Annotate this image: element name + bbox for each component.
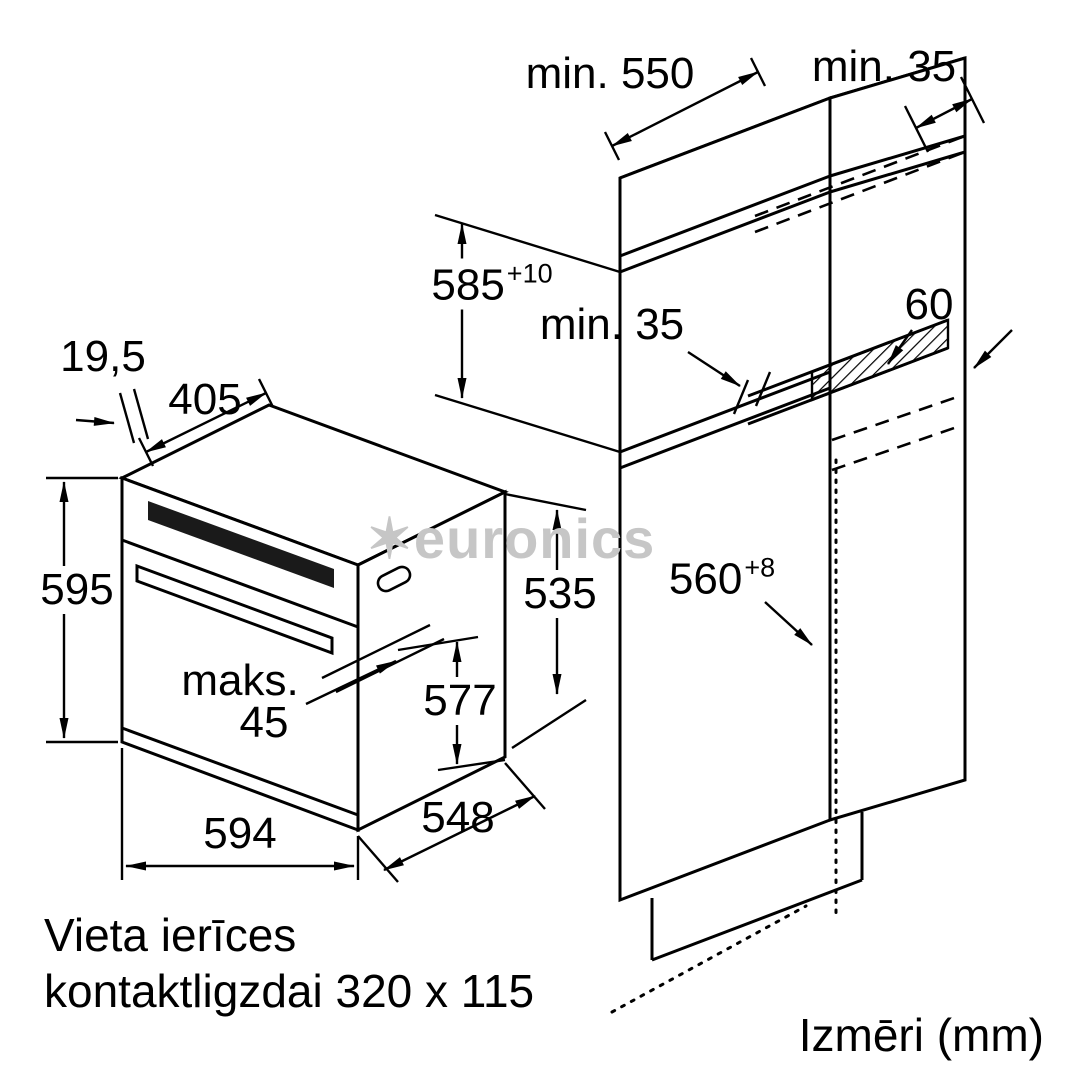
- oven-max-value-label: 45: [239, 698, 289, 747]
- cabinet-dimensions: [434, 57, 1013, 1014]
- niche-width-label: 560+8: [668, 552, 776, 604]
- vent-hatch: [810, 318, 950, 402]
- oven-overhang-label: 19,5: [60, 332, 146, 381]
- oven-rear-height-label: 535: [517, 570, 603, 618]
- oven-panel-line: [121, 538, 359, 629]
- oven-dimensions: [46, 378, 587, 883]
- oven-top-depth-label: 405: [168, 375, 242, 424]
- cabinet-drawing: [618, 55, 967, 962]
- cabinet-plinth: [650, 812, 864, 962]
- cabinet-min-depth-label: min. 550: [525, 49, 695, 98]
- star-icon: ✶: [366, 507, 414, 570]
- niche-width-value: 560: [668, 554, 743, 604]
- units-label: Izmēri (mm): [798, 1009, 1044, 1061]
- niche-height-tolerance: +10: [506, 258, 553, 289]
- oven-width-label: 594: [203, 809, 277, 858]
- vent-depth-label: 60: [904, 280, 954, 329]
- oven-height-label: 595: [34, 566, 120, 614]
- shelf-gap-label: min. 35: [539, 300, 685, 349]
- euronics-watermark: ✶euronics: [366, 506, 655, 572]
- oven-door-handle: [135, 563, 334, 656]
- niche-height-value: 585: [431, 260, 505, 310]
- socket-note-line2: kontaktligzdai 320 x 115: [44, 965, 535, 1017]
- hidden-edges: [754, 134, 966, 472]
- cabinet-front-face: [618, 95, 832, 903]
- niche-width-tolerance: +8: [744, 552, 776, 583]
- niche-height-label: 585+10: [425, 258, 559, 310]
- oven-total-depth-label: 577: [417, 677, 503, 725]
- oven-max-label: maks.: [181, 656, 299, 705]
- socket-note-line1: Vieta ierīces: [44, 909, 297, 961]
- socket-leader-line: [610, 904, 808, 1014]
- oven-control-display: [148, 501, 334, 588]
- watermark-brand: euronics: [413, 507, 656, 570]
- oven-depth-label: 548: [421, 793, 495, 842]
- oven-drawing: [118, 403, 509, 833]
- cabinet-back-gap-label: min. 35: [811, 42, 957, 91]
- oven-door-bottom-line: [121, 726, 359, 817]
- oven-side-grip: [376, 565, 412, 593]
